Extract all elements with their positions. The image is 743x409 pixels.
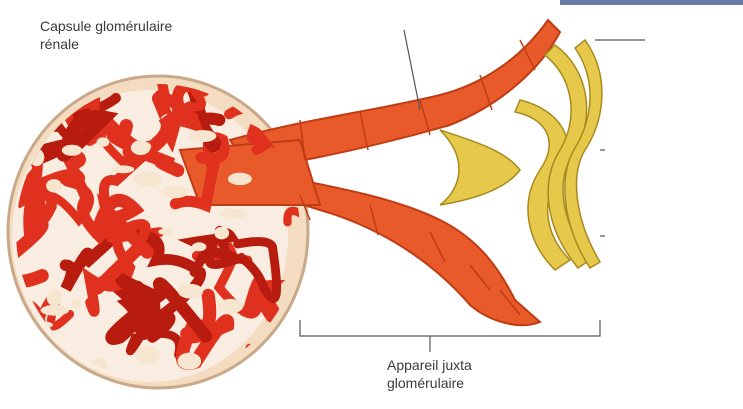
capillary-gap	[135, 346, 160, 363]
capillary-gap	[178, 284, 203, 299]
leader-line-top	[404, 30, 420, 110]
label-apparatus-line1: Appareil juxta	[387, 357, 472, 374]
label-capsule-line1: Capsule glomérulaire	[40, 18, 172, 35]
capillary-gap	[228, 173, 252, 185]
capillary-gap	[97, 137, 110, 147]
blank-label-box	[298, 12, 396, 70]
label-apparatus-line2: glomérulaire	[387, 375, 464, 392]
capillary-gap	[133, 171, 162, 186]
capillary-gap	[47, 289, 63, 306]
capillary-loop	[0, 43, 54, 121]
capillary-gap	[112, 165, 134, 173]
label-capsule-line2: rénale	[40, 36, 79, 53]
capillary-gap	[217, 299, 243, 313]
capillary-gap	[192, 242, 207, 251]
capillary-gap	[62, 145, 82, 156]
apparatus-bracket	[300, 320, 600, 336]
capillary-gap	[158, 228, 174, 235]
capillary-gap	[131, 140, 151, 155]
top-edge-strip	[560, 0, 743, 5]
capillary-gap	[41, 305, 69, 316]
mesangial-cells	[440, 130, 520, 205]
capillary-gap	[71, 299, 81, 309]
capillary-gap	[189, 130, 216, 142]
capillary-gap	[46, 179, 62, 192]
capillary-gap	[225, 210, 247, 219]
capillary-gap	[214, 227, 229, 240]
capillary-gap	[161, 185, 188, 198]
capillary-gap	[178, 353, 202, 370]
vessel-neck	[180, 140, 320, 205]
